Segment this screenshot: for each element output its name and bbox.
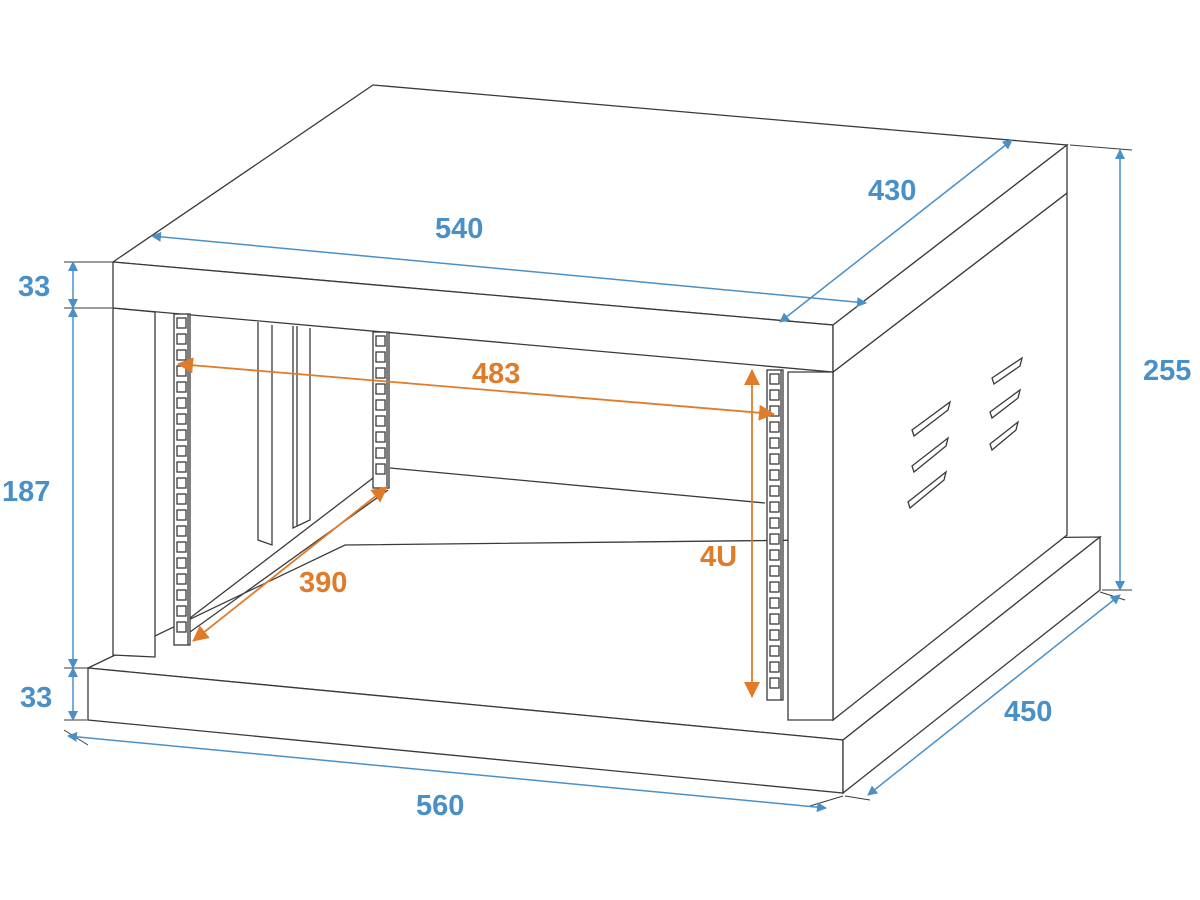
rail-hole [769,581,780,593]
rail-hole [769,421,780,433]
rail-hole [176,461,187,473]
case-body [85,84,1102,795]
rail-hole [769,453,780,465]
inner-dimension-lines [177,357,775,698]
rail-hole [769,661,780,673]
label-base-width: 560 [416,790,464,822]
outer-dimension-lines [67,139,1125,813]
left-rear-rail [372,331,390,489]
rail-hole [375,447,386,459]
rail-hole [375,463,386,475]
rail-hole [769,549,780,561]
rail-hole [176,621,187,633]
label-top-depth: 430 [868,175,916,207]
right-front-post [787,371,834,721]
label-base-depth: 450 [1004,696,1052,728]
rail-hole [176,493,187,505]
rail-hole [176,541,187,553]
label-rack-units: 4U [700,541,737,573]
rail-hole [176,429,187,441]
rail-hole [176,317,187,329]
vent-slots [907,356,1024,510]
rail-hole [769,533,780,545]
rail-hole [769,565,780,577]
rail-hole [769,469,780,481]
rail-hole [176,525,187,537]
rail-hole [176,333,187,345]
rail-hole [176,605,187,617]
label-bottom-thickness: 33 [20,682,52,714]
rail-hole [176,477,187,489]
rail-hole [769,437,780,449]
rail-hole [769,597,780,609]
rail-hole [176,557,187,569]
rail-hole [176,445,187,457]
label-rail-depth: 390 [299,567,347,599]
rail-hole [176,509,187,521]
rail-hole [176,573,187,585]
right-front-rail [766,369,784,701]
label-top-thickness: 33 [18,271,50,303]
label-total-height: 255 [1143,355,1191,387]
rail-hole [769,629,780,641]
rail-hole [769,677,780,689]
rail-hole [769,645,780,657]
rail-hole [769,517,780,529]
rail-hole [176,589,187,601]
label-inner-height: 187 [2,476,50,508]
rail-hole [769,501,780,513]
rail-hole [769,613,780,625]
rail-hole [375,335,386,347]
left-front-post [112,307,156,658]
label-top-width: 540 [435,213,483,245]
rail-hole [769,485,780,497]
rail-hole [375,431,386,443]
label-rail-width: 483 [472,358,520,390]
